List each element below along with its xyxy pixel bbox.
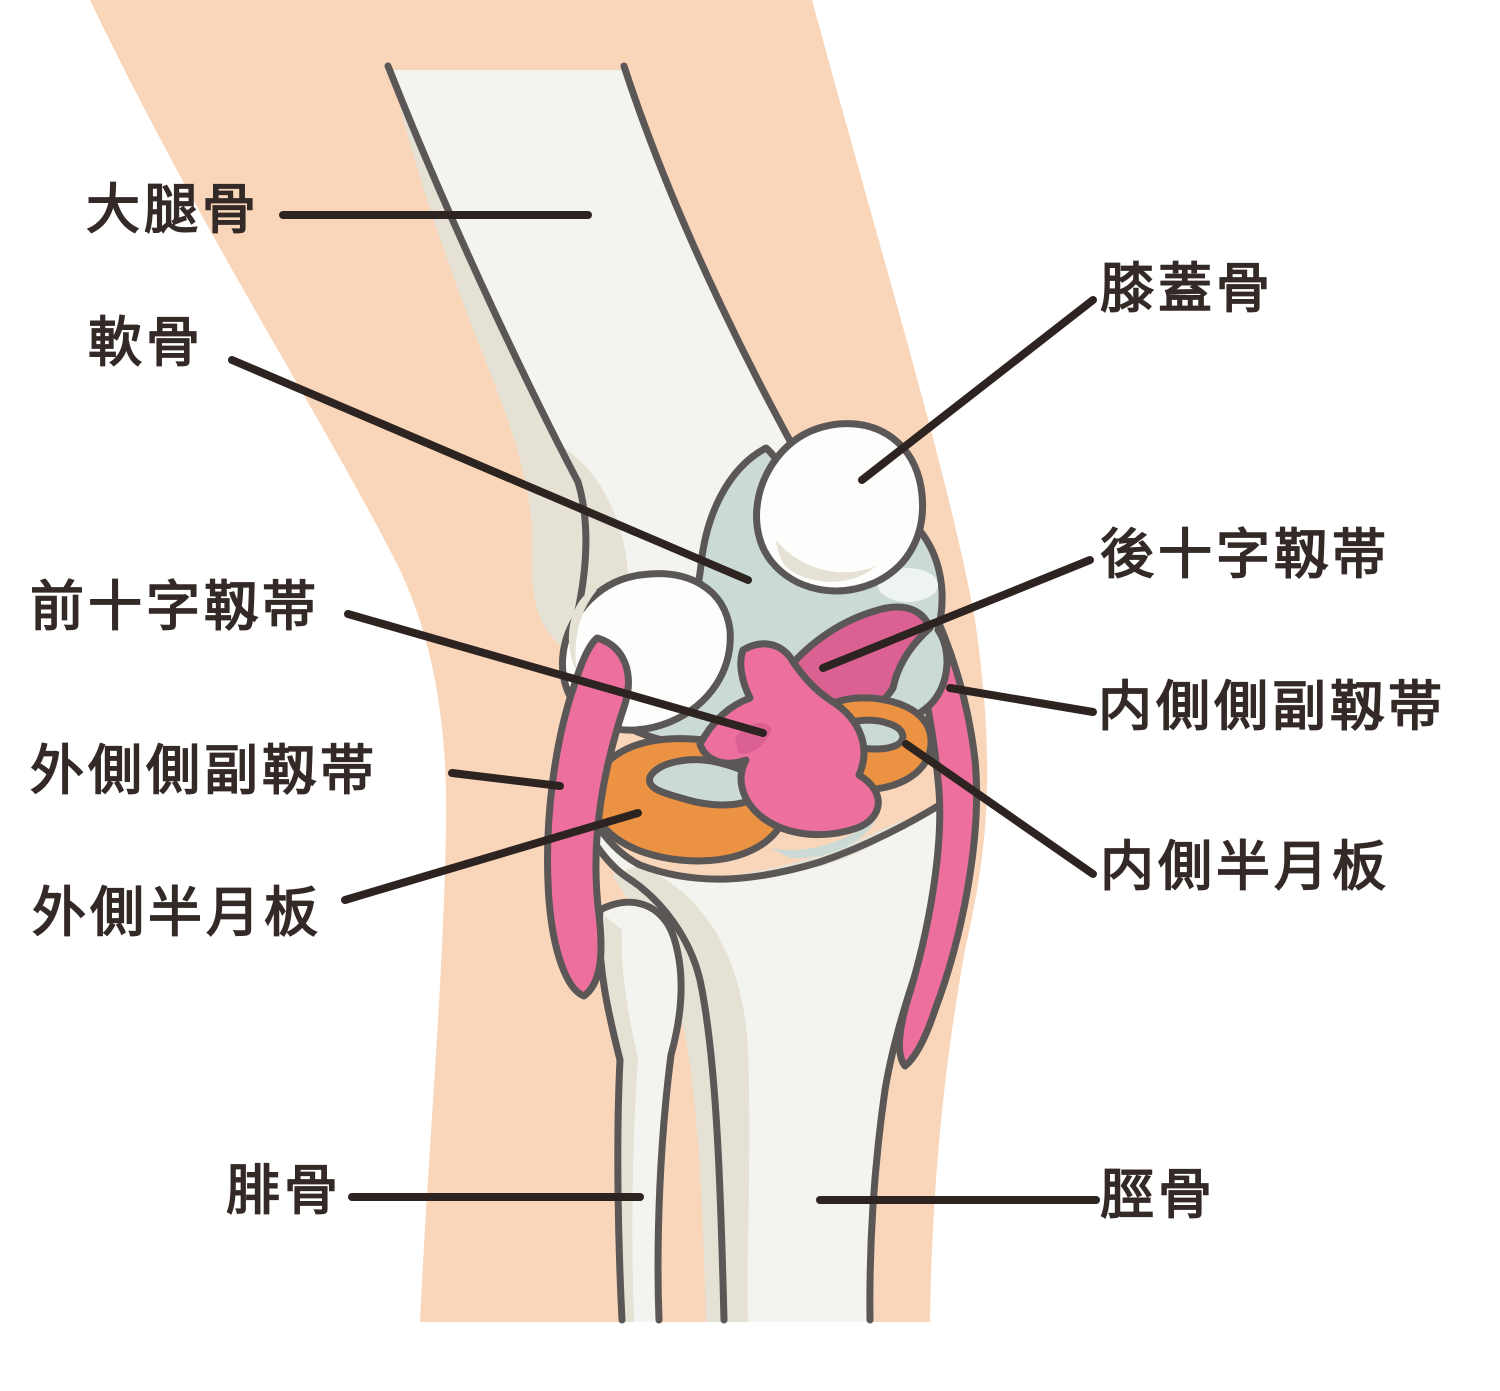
pointer-pcl (819, 556, 1094, 672)
tibia-plateau-shade (610, 818, 905, 880)
condyle-shade (568, 590, 597, 672)
cartilage-highlight (878, 568, 938, 602)
lcl-shape (544, 634, 632, 1000)
fibula-bone (595, 898, 685, 1324)
label-pcl: 後十字靱帯 (1100, 523, 1390, 586)
label-acl: 前十字靱帯 (30, 575, 320, 638)
lcl-ligament (544, 634, 632, 1000)
patella-shade (776, 540, 876, 582)
label-mcl: 内側側副靱帯 (1098, 675, 1446, 738)
pointer-medial-meniscus (902, 740, 1097, 878)
label-lateral-meniscus: 外側半月板 (32, 881, 322, 944)
pointer-patella (858, 296, 1097, 484)
pointer-mcl (946, 684, 1097, 716)
tibia-bone (556, 738, 953, 1324)
tibia-mid-shade (612, 866, 750, 1322)
pointer-lcl (448, 769, 564, 790)
pointer-acl (344, 610, 767, 737)
pointer-cartilage (228, 356, 752, 584)
label-femur: 大腿骨 (86, 178, 260, 241)
fibula-outline (595, 898, 685, 1324)
label-patella: 膝蓋骨 (1100, 257, 1274, 320)
label-lcl: 外側側副靱帯 (30, 739, 378, 802)
label-medial-meniscus: 内側半月板 (1100, 835, 1390, 898)
pointer-lateral-meniscus (341, 809, 642, 904)
pointer-lines (228, 211, 1100, 1204)
label-fibula: 腓骨 (226, 1159, 342, 1222)
label-tibia: 脛骨 (1100, 1163, 1216, 1226)
label-cartilage: 軟骨 (88, 311, 204, 374)
femur-shade (392, 74, 585, 658)
cartilage-sliver (770, 816, 878, 859)
